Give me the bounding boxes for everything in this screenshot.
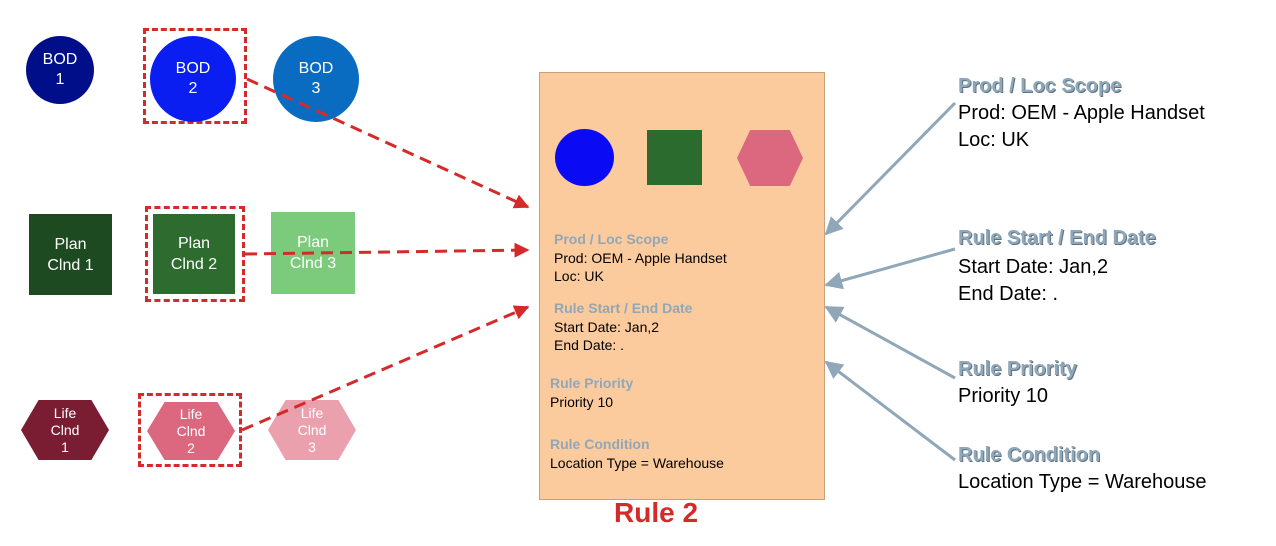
bod-3-label-line1: BOD — [298, 60, 334, 77]
annotation-condition-line1: Location Type = Warehouse — [958, 471, 1207, 493]
life-clnd-2-selection-box — [138, 393, 242, 467]
bod-1-label-line1: BOD — [42, 51, 78, 68]
card-scope-prod: Prod: OEM - Apple Handset — [554, 250, 727, 266]
plan-clnd-1-square: Plan Clnd 1 — [29, 214, 112, 295]
life-clnd-1-label-line2: Clnd — [50, 421, 80, 438]
bod-2-circle: BOD 2 — [150, 36, 236, 122]
bod-1-label-line2: 1 — [55, 71, 65, 88]
life-clnd-3-label-line3: 3 — [308, 438, 316, 455]
card-condition-value: Location Type = Warehouse — [550, 455, 724, 471]
annotation-priority-title: Rule Priority — [958, 358, 1077, 380]
card-condition-title: Rule Condition — [550, 436, 650, 452]
bod-3-circle: BOD 3 — [273, 36, 359, 122]
card-life-hexagon — [737, 130, 803, 186]
annotation-condition-arrow — [824, 360, 956, 462]
annotation-scope-title: Prod / Loc Scope — [958, 75, 1122, 97]
annotation-dates-line2: End Date: . — [958, 283, 1059, 305]
bod-2-label-line2: 2 — [188, 80, 198, 97]
annotation-scope-line2: Loc: UK — [958, 129, 1030, 151]
life-clnd-2-label-line2: Clnd — [176, 422, 206, 439]
bod-2-selection-box — [143, 28, 247, 124]
annotation-scope-arrow — [824, 101, 957, 236]
life-clnd-1-label-line3: 1 — [61, 438, 69, 455]
card-scope-loc: Loc: UK — [554, 268, 604, 284]
plan-clnd-3-label-line1: Plan — [296, 234, 330, 251]
plan-clnd-2-square: Plan Clnd 2 — [153, 214, 235, 294]
life-clnd-2-label-line1: Life — [179, 405, 203, 422]
life-clnd-2-hexagon: Life Clnd 2 — [147, 402, 235, 460]
plan-clnd-3-square: Plan Clnd 3 — [271, 212, 355, 294]
card-dates-start: Start Date: Jan,2 — [554, 319, 660, 335]
plan-clnd-1-label-line2: Clnd 1 — [47, 256, 94, 274]
life-clnd-1-hexagon: Life Clnd 1 — [21, 400, 109, 460]
bod-3-label-line2: 3 — [311, 80, 321, 97]
annotation-priority-arrow — [824, 305, 956, 380]
annotation-priority-line1: Priority 10 — [958, 385, 1049, 407]
bod-2-label-line1: BOD — [175, 60, 211, 77]
annotation-scope-line1: Prod: OEM - Apple Handset — [958, 102, 1205, 124]
annotation-condition-title: Rule Condition — [958, 444, 1101, 466]
rule-label: Rule 2 — [614, 497, 699, 528]
life-clnd-1-label-line1: Life — [53, 404, 77, 421]
card-dates-title: Rule Start / End Date — [554, 300, 693, 316]
annotation-dates-title: Rule Start / End Date — [958, 227, 1156, 249]
card-priority-value: Priority 10 — [550, 394, 614, 410]
plan-clnd-2-label-line1: Plan — [177, 235, 211, 252]
bod-1-circle: BOD 1 — [26, 36, 94, 104]
card-bod-circle — [555, 129, 614, 186]
card-scope-title: Prod / Loc Scope — [554, 231, 669, 247]
plan-clnd-2-label-line2: Clnd 2 — [170, 256, 218, 273]
annotation-dates-line1: Start Date: Jan,2 — [958, 256, 1109, 278]
card-plan-square — [647, 130, 702, 185]
life-clnd-2-label-line3: 2 — [187, 439, 195, 456]
card-dates-end: End Date: . — [554, 337, 625, 353]
plan-clnd-1-label-line1: Plan — [54, 235, 87, 253]
plan-clnd-2-selection-box — [145, 206, 245, 302]
annotation-dates-arrow — [824, 247, 956, 290]
life-clnd-3-label-line1: Life — [300, 404, 324, 421]
life-clnd-3-label-line2: Clnd — [297, 421, 327, 438]
plan-clnd-3-label-line2: Clnd 3 — [289, 255, 337, 272]
card-priority-title: Rule Priority — [550, 375, 634, 391]
life-clnd-3-hexagon: Life Clnd 3 — [268, 400, 356, 460]
